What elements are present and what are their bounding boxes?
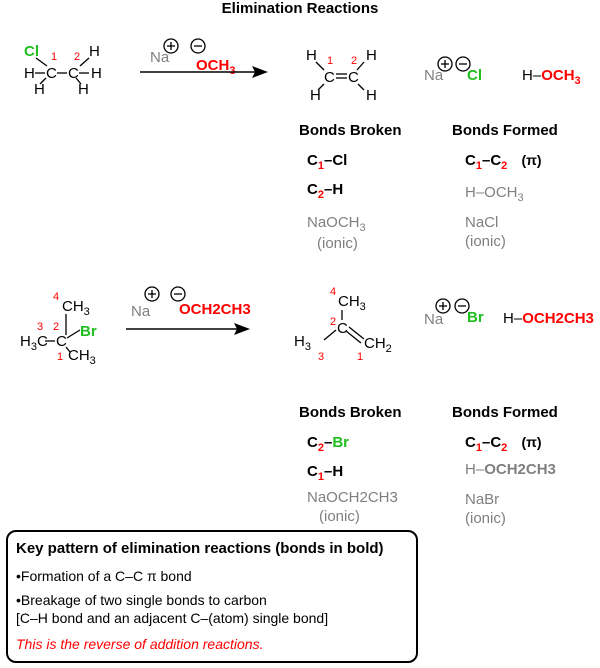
minus-charge-icon: [190, 38, 206, 54]
chloroethane-structure: Cl 1 2 H H C C H H H: [24, 43, 102, 98]
locant-1: 1: [51, 51, 57, 63]
h-atom: H: [89, 43, 100, 60]
broken-ionic-1: NaOCH3 (ionic): [307, 214, 366, 252]
h-atom: H: [91, 65, 102, 82]
h-atom: H: [24, 65, 35, 82]
svg-text:CH3: CH3: [68, 347, 96, 367]
formed-ionic-2: NaBr (ionic): [465, 491, 506, 527]
ethylene-structure: H 1 2 H C C H H: [306, 47, 377, 104]
bonds-formed-header-2: Bonds Formed: [452, 404, 558, 421]
bond: [39, 77, 47, 85]
sodium-bromide-product: Na Br: [424, 298, 484, 328]
locant-2: 2: [53, 321, 59, 333]
reverse-note: This is the reverse of addition reaction…: [16, 636, 264, 652]
na-label: Na: [150, 49, 170, 66]
c-atom: C: [348, 69, 359, 86]
na-label: Na: [424, 67, 444, 84]
broken-bond-c1-cl: C1–Cl: [307, 152, 348, 172]
minus-charge-icon: [454, 298, 470, 314]
broken-bond-c2-h: C2–H: [307, 181, 344, 201]
ethanol-h: H–: [503, 310, 523, 327]
c-atom: C: [68, 65, 79, 82]
svg-text:H3: H3: [294, 333, 311, 353]
ethoxide-label: OCH2CH3: [179, 301, 251, 318]
svg-text:H–OCH3: H–OCH3: [522, 67, 581, 87]
plus-charge-icon: [435, 298, 451, 314]
h-atom: H: [310, 87, 321, 104]
bonds-formed-header-1: Bonds Formed: [452, 122, 558, 139]
svg-text:H3C: H3C: [20, 333, 48, 353]
double-bond: [348, 326, 365, 340]
bonds-broken-header-2: Bonds Broken: [299, 404, 402, 421]
bonds-broken-header-1: Bonds Broken: [299, 122, 402, 139]
h-atom: H: [306, 47, 317, 64]
plus-charge-icon: [144, 286, 160, 302]
isobutylene-structure: 4 CH3 2 H3 C 3 CH2 1: [294, 286, 392, 363]
bromine-atom: Br: [80, 323, 97, 340]
sodium-ethoxide-reagent: Na: [131, 286, 186, 320]
broken-bond-c2-br: C2–Br: [307, 434, 349, 454]
tert-butyl-bromide-structure: 4 CH3 3 2 H3C C Br 1 CH3: [20, 291, 97, 367]
formed-bond-c1-c2-2: C1–C2 (π): [465, 434, 542, 454]
key-point-1: •Formation of a C–C π bond: [16, 568, 192, 584]
formed-bond-c1-c2: C1–C2 (π): [465, 152, 542, 172]
cl-atom: Cl: [24, 43, 39, 60]
ethanol-oet: OCH2CH3: [522, 310, 594, 327]
bond: [75, 77, 82, 85]
locant-2: 2: [330, 316, 336, 328]
h-atom: H: [366, 87, 377, 104]
na-label: Na: [424, 311, 444, 328]
locant-1: 1: [57, 351, 63, 363]
ethanol-product: H–OCH2CH3: [503, 310, 594, 327]
locant-4: 4: [330, 286, 336, 298]
sodium-methoxide-reagent: Na OCH3: [150, 38, 235, 77]
c-atom: C: [56, 333, 67, 350]
svg-text:CH2: CH2: [364, 335, 392, 355]
h-atom: H: [34, 81, 45, 98]
bond: [35, 57, 48, 67]
locant-3: 3: [318, 351, 324, 363]
chloride-label: Cl: [467, 67, 482, 84]
reaction-arrow-2: [126, 323, 250, 335]
key-point-2-detail: [C–H bond and an adjacent C–(atom) singl…: [16, 610, 329, 626]
reaction-arrow-1: [140, 66, 268, 78]
h-atom: H: [366, 47, 377, 64]
minus-charge-icon: [455, 56, 471, 72]
sodium-chloride-product: Na Cl: [424, 56, 482, 84]
broken-bond-c1-h: C1–H: [307, 463, 344, 483]
formed-gray-2: H–OCH2CH3: [465, 461, 556, 478]
bond: [79, 57, 90, 67]
key-pattern-title: Key pattern of elimination reactions (bo…: [16, 540, 384, 557]
locant-1: 1: [327, 55, 333, 67]
double-bond: [345, 330, 362, 344]
h-atom: H: [78, 81, 89, 98]
svg-text:CH3: CH3: [62, 298, 90, 318]
methanol-product: H–OCH3: [522, 67, 581, 87]
bromide-label: Br: [467, 309, 484, 326]
locant-3: 3: [37, 321, 43, 333]
plus-charge-icon: [163, 38, 179, 54]
page-title: Elimination Reactions: [221, 0, 379, 17]
minus-charge-icon: [170, 286, 186, 302]
locant-2: 2: [351, 55, 357, 67]
formed-ionic-1: NaCl (ionic): [465, 214, 506, 250]
methoxide-label: OCH3: [196, 57, 235, 77]
c-atom: C: [46, 65, 57, 82]
broken-ionic-2: NaOCH2CH3 (ionic): [307, 489, 398, 525]
locant-1: 1: [357, 351, 363, 363]
formed-gray-1: H–OCH3: [465, 184, 524, 204]
key-pattern-box: Key pattern of elimination reactions (bo…: [6, 530, 418, 663]
svg-text:CH3: CH3: [338, 293, 366, 313]
c-atom: C: [324, 69, 335, 86]
c-atom: C: [337, 320, 348, 337]
plus-charge-icon: [437, 56, 453, 72]
locant-2: 2: [74, 51, 80, 63]
locant-4: 4: [53, 291, 59, 303]
na-label: Na: [131, 303, 151, 320]
key-point-2: •Breakage of two single bonds to carbon: [16, 592, 267, 608]
